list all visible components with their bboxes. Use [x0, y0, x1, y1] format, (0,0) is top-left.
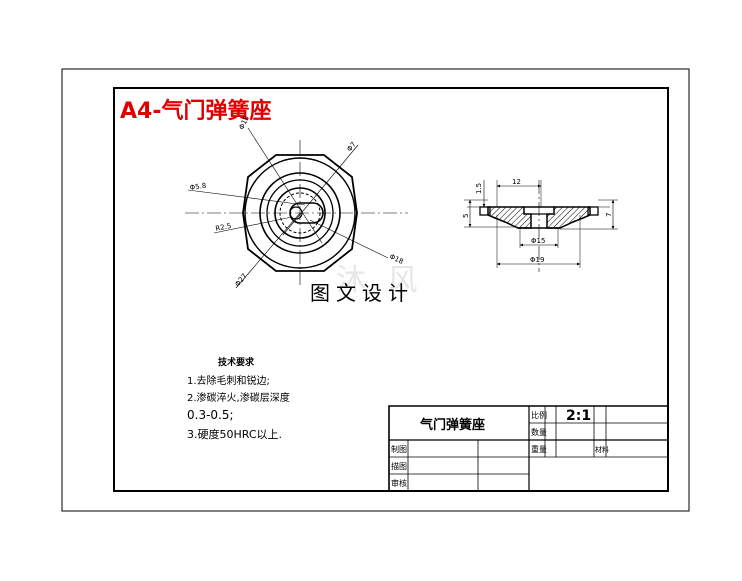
scale-value: 2:1	[566, 408, 591, 424]
drawing-title: A4-气门弹簧座	[120, 98, 271, 124]
section-flange-right	[587, 206, 599, 216]
front-keyhole	[289, 202, 324, 224]
section-view-dims: 12 1.5 5 7 Φ15 Φ19	[462, 178, 613, 264]
title-block	[388, 405, 669, 492]
part-name: 气门弹簧座	[420, 417, 485, 433]
dim-d19-section: Φ19	[530, 256, 544, 264]
dim-d5-8: Φ5.8	[189, 182, 207, 192]
front-outer-octagon	[242, 154, 358, 272]
tech-item-2: 2.渗碳淬火,渗碳层深度	[187, 391, 290, 404]
section-left-body	[487, 206, 532, 229]
front-view	[185, 127, 408, 289]
title-block-text: 气门弹簧座 比例 2:1 数量 重量 材料 制图 描图 审核	[391, 408, 609, 488]
leader-d7	[282, 144, 359, 236]
material-label: 材料	[595, 445, 609, 454]
dim-d27: Φ27	[233, 272, 248, 288]
dim-d15-section: Φ15	[531, 237, 545, 245]
dim-5: 5	[462, 214, 470, 218]
front-ring-2	[266, 179, 334, 247]
tech-item-1: 1.去除毛刺和锐边;	[187, 374, 270, 387]
checked-label: 描图	[391, 461, 407, 471]
watermark-faded: 沐 风	[336, 263, 424, 298]
watermark: 图文设计	[310, 281, 414, 305]
dim-7: 7	[605, 213, 613, 217]
section-right-body	[546, 206, 591, 229]
front-ring-3	[274, 187, 326, 239]
approved-label: 审核	[391, 478, 407, 488]
dim-1-5: 1.5	[475, 183, 483, 194]
front-outer-circle	[244, 157, 356, 269]
quantity-label: 数量	[531, 427, 547, 437]
front-ring-1	[259, 172, 341, 254]
leader-d5-8	[187, 189, 306, 206]
leader-r2-5	[213, 216, 293, 234]
tech-heading: 技术要求	[218, 356, 255, 368]
dim-12: 12	[512, 178, 521, 186]
leader-d15	[247, 127, 323, 244]
tech-item-3: 0.3-0.5;	[187, 408, 234, 422]
leader-d18	[309, 219, 389, 259]
dim-d7-front: Φ7	[345, 141, 358, 154]
section-view	[464, 180, 618, 272]
tech-item-4: 3.硬度50HRC以上.	[187, 427, 282, 441]
front-ring-4	[279, 192, 321, 234]
outer-border	[61, 68, 690, 512]
drawn-label: 制图	[391, 444, 407, 454]
scale-label: 比例	[531, 410, 547, 420]
leader-d27	[235, 212, 301, 289]
tech-requirements: 技术要求 1.去除毛刺和锐边; 2.渗碳淬火,渗碳层深度 0.3-0.5; 3.…	[187, 356, 290, 441]
dim-r2-5: R2.5	[215, 222, 232, 233]
weight-label: 重量	[531, 444, 547, 454]
